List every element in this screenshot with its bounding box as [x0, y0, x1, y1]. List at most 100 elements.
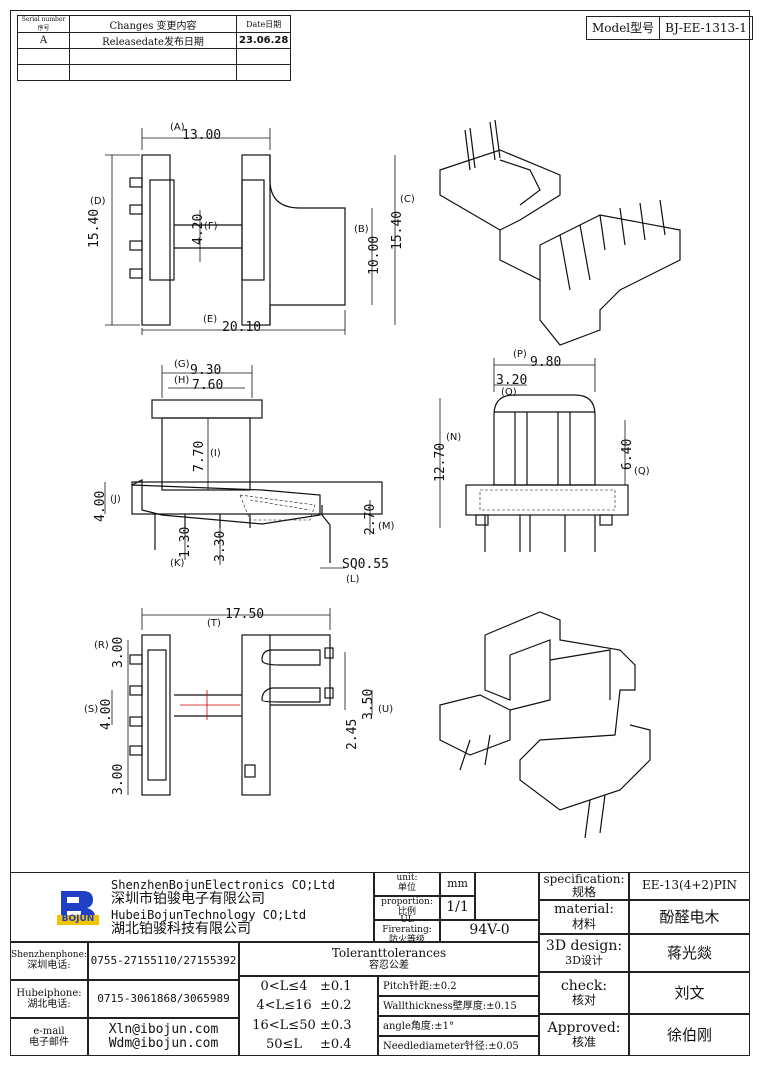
dim-4-2: 4.20: [191, 214, 206, 245]
side-view-hidden-lines: [479, 489, 616, 511]
hb-phone: 0715-3061868/3065989: [88, 980, 239, 1018]
label-b: (B): [354, 224, 369, 235]
dim-3-2: 3.20: [496, 373, 527, 388]
spec-label-cn: 规格: [571, 885, 596, 899]
label-n: (N): [446, 432, 461, 443]
label-m: (M): [378, 521, 395, 532]
tolerance-row: 0<L≤4±0.1: [240, 979, 377, 994]
company-en-1: ShenzhenBojunElectronics CO;Ltd: [111, 878, 335, 892]
label-g: (G): [174, 359, 190, 370]
label-q: (Q): [634, 466, 650, 477]
company-cell: BOJUN ShenzhenBojunElectronics CO;Ltd 深圳…: [10, 872, 374, 942]
tolerance-value: ±0.3: [320, 1017, 352, 1033]
dim-4b: 4.00: [99, 699, 114, 730]
design-label-cn: 3D设计: [565, 953, 603, 967]
ul-label: UL Firerating:: [382, 915, 432, 936]
dim-sq: SQ0.55: [342, 557, 389, 572]
label-l: (L): [346, 574, 359, 585]
tolerance-value: ±0.4: [320, 1037, 352, 1053]
dim-3a: 3.00: [111, 637, 126, 668]
material-label-cn: 材料: [571, 916, 596, 931]
label-i: (I): [210, 448, 221, 459]
needle-tolerance: Needlediameter针径:±0.05: [378, 1036, 539, 1056]
dim-4: 4.00: [93, 491, 108, 522]
check-value: 刘文: [629, 972, 750, 1014]
proportion-label-cell: proportion:比例: [374, 896, 440, 920]
material-label: material:: [554, 902, 614, 918]
spec-label: specification:: [543, 871, 625, 886]
iso-view-top: [439, 119, 681, 346]
label-t: (T): [207, 618, 221, 629]
label-k: (K): [170, 558, 184, 569]
dim-7-7: 7.70: [192, 441, 207, 472]
ul-label-cn: 防火等级: [388, 934, 425, 945]
label-r: (R): [94, 640, 109, 651]
hb-phone-label-cn: 湖北电话:: [27, 999, 71, 1010]
dim-10: 10.00: [367, 236, 382, 275]
email-label-cn: 电子邮件: [29, 1037, 69, 1048]
email-1[interactable]: Xln@ibojun.com: [108, 1021, 219, 1037]
tolerance-value: ±0.2: [320, 998, 352, 1014]
hb-phone-label-cell: Hubeiphone:湖北电话:: [10, 980, 88, 1018]
sz-phone-label-cn: 深圳电话:: [27, 960, 71, 972]
tolerance-ranges: 0<L≤4±0.1 4<L≤16 ±0.2 16<L≤50±0.3 50≤L ±0.…: [239, 976, 378, 1056]
dim-13: 13.00: [182, 128, 221, 143]
hb-phone-label: Hubeiphone:: [16, 988, 82, 999]
top-view: [105, 128, 396, 335]
label-e: (E): [203, 314, 217, 325]
sz-phone-label: Shenzhenphone:: [11, 949, 87, 960]
technical-drawing: 13.00 15.40 4.20 10.00 15.40 20.10 9.30 …: [84, 119, 681, 839]
side-view: [439, 358, 629, 552]
model-value: BJ-EE-1313-1: [659, 17, 752, 39]
label-c: (C): [400, 194, 415, 205]
revision-table: Serial number序号 Changes 变更内容 Date日期 A Re…: [17, 15, 292, 81]
design-value: 蒋光燚: [629, 934, 750, 972]
material-value: 酚醛电木: [629, 900, 750, 934]
tolerance-range: 50≤L: [265, 1037, 303, 1053]
tolerance-row: 16<L≤50±0.3: [240, 1017, 377, 1033]
dim-3-5: 3.50: [361, 689, 376, 720]
spec-value: EE-13(4+2)PIN: [629, 872, 750, 900]
logo-text: BOJUN: [57, 914, 99, 925]
dim-12-7: 12.70: [433, 443, 448, 482]
proportion-label: proportion:: [381, 897, 433, 908]
label-j: (J): [110, 494, 121, 505]
approved-label-cn: 核准: [571, 1035, 596, 1050]
tolerance-range: 4<L≤16: [256, 998, 312, 1014]
email-2[interactable]: Wdm@ibojun.com: [108, 1036, 219, 1051]
check-label-cn: 核对: [571, 993, 596, 1008]
tolerance-title-cn: 容忍公差: [369, 960, 409, 972]
bottom-view-centerline: [180, 690, 240, 720]
dim-15-4a: 15.40: [87, 209, 102, 248]
dim-15-4b: 15.40: [390, 211, 405, 250]
company-cn-2: 湖北铂骏科技有限公司: [111, 921, 251, 937]
rev-cell: [235, 64, 292, 81]
model-label: Model型号: [592, 21, 655, 35]
label-d: (D): [90, 196, 106, 207]
iso-view-bottom: [439, 611, 651, 839]
label-s: (S): [84, 704, 98, 715]
ul-value: 94V-0: [440, 920, 539, 942]
bojun-logo: BOJUN: [57, 887, 99, 929]
dim-17-5: 17.50: [225, 607, 264, 622]
angle-tolerance: angle角度:±1°: [378, 1016, 539, 1036]
label-a: (A): [170, 122, 185, 133]
bottom-view: [111, 608, 373, 796]
dim-20-1: 20.10: [222, 320, 261, 335]
projection-cell: [475, 872, 539, 920]
dim-9-8: 9.80: [530, 355, 561, 370]
dim-3-3: 3.30: [213, 531, 228, 562]
proportion-label-cn: 比例: [397, 907, 416, 917]
email-label: e-mail: [33, 1026, 65, 1037]
front-view-hidden-lines: [239, 494, 316, 521]
sz-phone: 0755-27155110/27155392: [88, 942, 239, 980]
sz-phone-label-cell: Shenzhenphone:深圳电话:: [10, 942, 88, 980]
unit-label: unit:: [396, 873, 418, 884]
pitch-tolerance: Pitch针距:±0.2: [378, 976, 539, 996]
unit-label-cn: 单位: [397, 883, 416, 893]
unit-label-cell: unit:单位: [374, 872, 440, 896]
wall-tolerance: Wallthickness壁厚度:±0.15: [378, 996, 539, 1016]
